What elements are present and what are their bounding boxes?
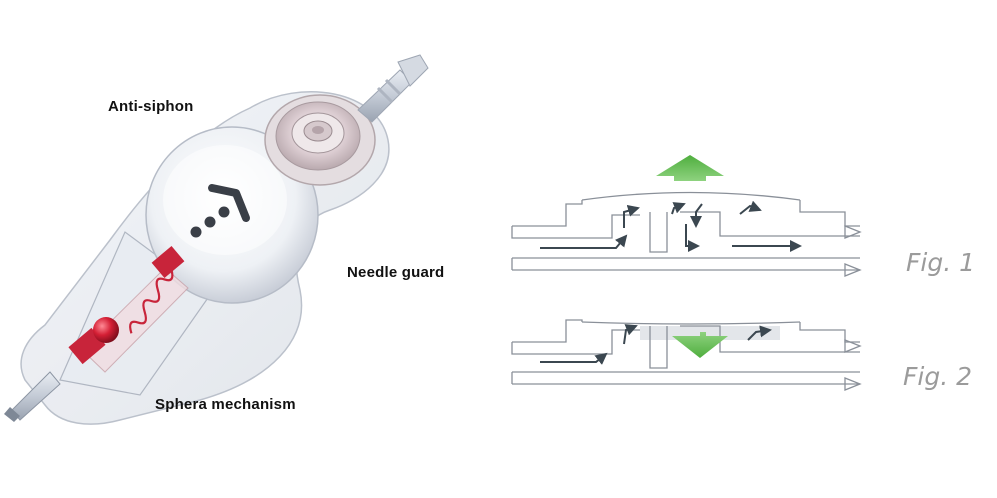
anti-siphon-label: Anti-siphon [108, 98, 194, 115]
needle-guard-label: Needle guard [347, 264, 445, 281]
sphera-mechanism [68, 245, 189, 373]
chevron-icon [208, 184, 250, 222]
dot-icon [218, 206, 230, 218]
figure-2-diagram [511, 319, 862, 391]
anti-siphon-valve [264, 94, 376, 186]
inlet-connector [357, 54, 429, 123]
dome-chamber [145, 126, 319, 304]
sphere-ball [93, 317, 119, 343]
figure-1-diagram [511, 155, 862, 277]
up-arrow-icon [656, 155, 724, 181]
needle-tube [4, 371, 61, 422]
dot-icon [190, 226, 202, 238]
sphera-mechanism-label: Sphera mechanism [155, 396, 296, 413]
dot-icon [204, 216, 216, 228]
figure-1-caption: Fig. 1 [906, 248, 975, 277]
figure-2-caption: Fig. 2 [903, 362, 972, 391]
down-arrow-icon [672, 332, 728, 358]
